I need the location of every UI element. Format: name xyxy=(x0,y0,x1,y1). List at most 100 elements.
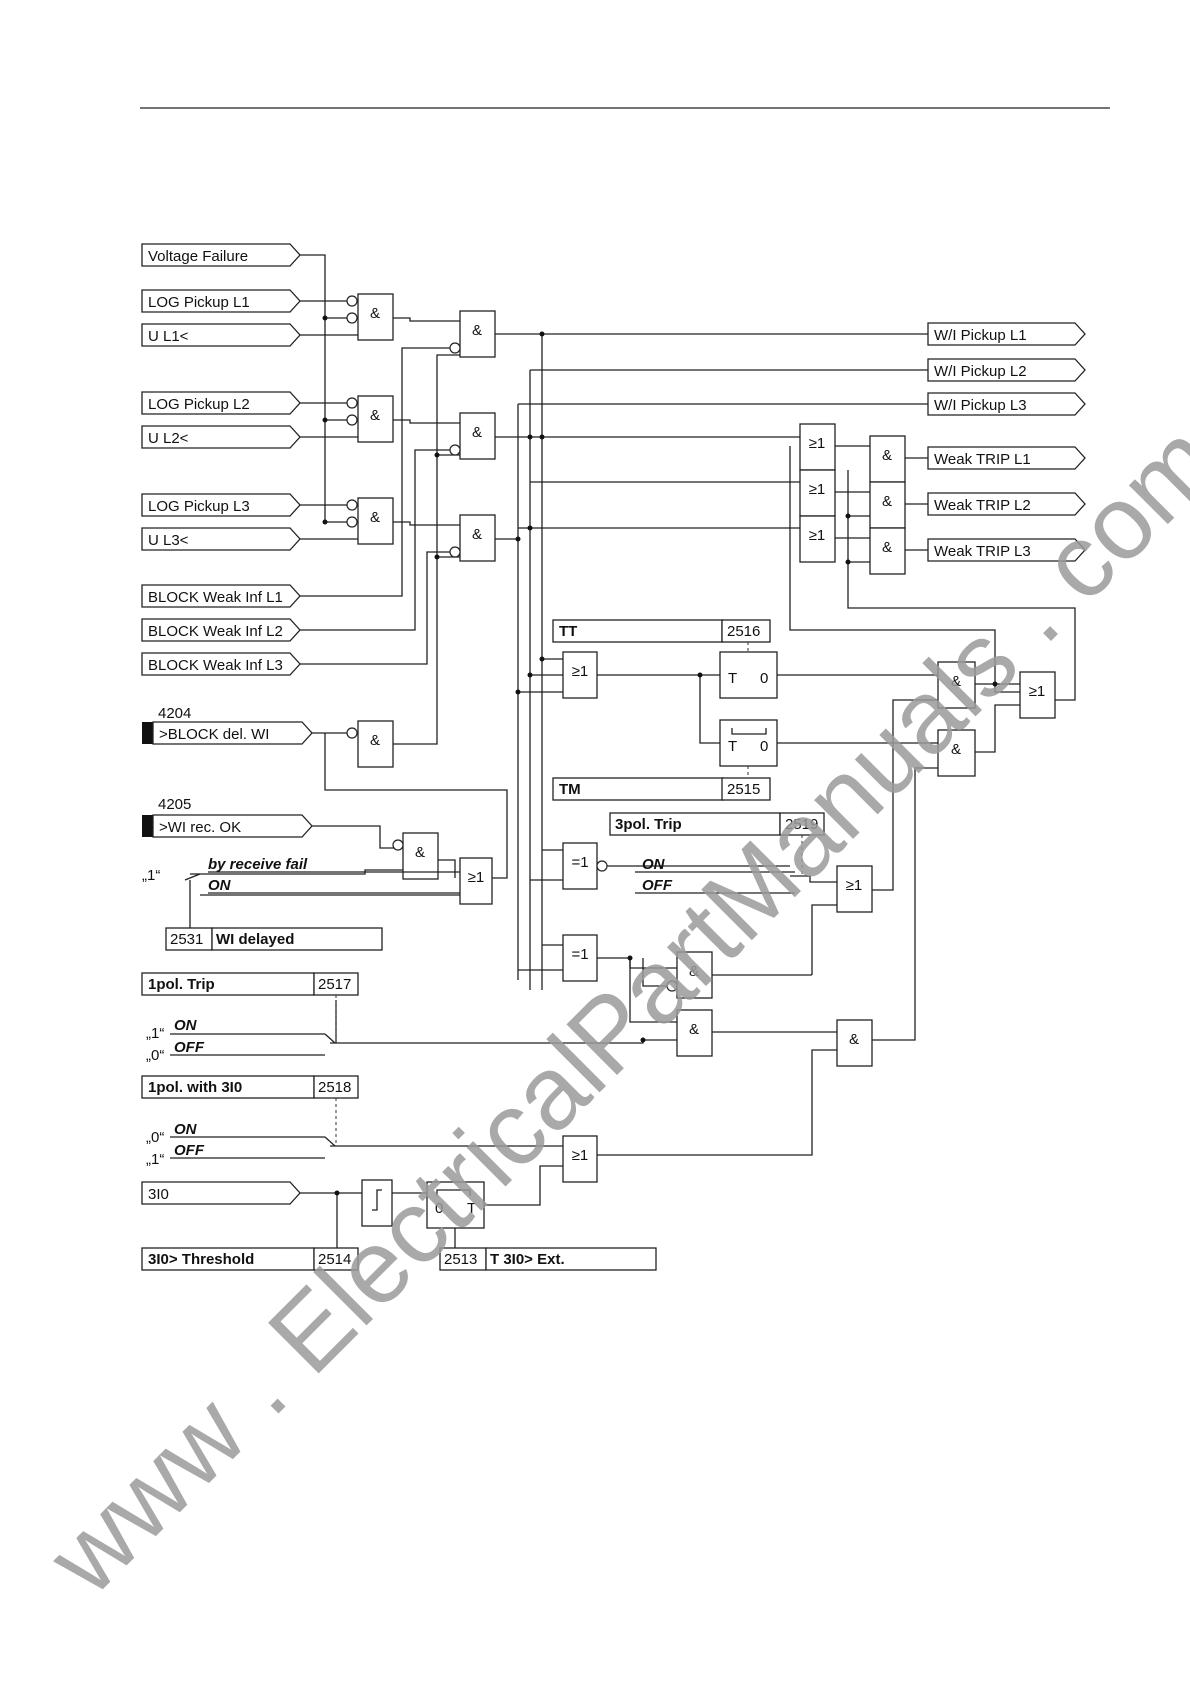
svg-text:„1“: „1“ xyxy=(146,1151,164,1168)
svg-text:&: & xyxy=(472,424,482,441)
svg-text:&: & xyxy=(472,322,482,339)
input-u-l1-label: U L1< xyxy=(148,328,189,345)
svg-text:„1“: „1“ xyxy=(146,1025,164,1042)
svg-text:2519: 2519 xyxy=(785,816,818,833)
or-gate xyxy=(799,515,836,563)
input-voltage-failure-label: Voltage Failure xyxy=(148,248,248,265)
svg-text:3I0> Threshold: 3I0> Threshold xyxy=(148,1251,254,1268)
svg-text:&: & xyxy=(951,673,961,690)
xor-gate xyxy=(562,934,598,982)
svg-text:1pol. with 3I0: 1pol. with 3I0 xyxy=(148,1079,242,1096)
svg-text:&: & xyxy=(849,1031,859,1048)
svg-text:T 3I0> Ext.: T 3I0> Ext. xyxy=(490,1251,565,1268)
timer-tt xyxy=(719,651,778,699)
svg-text:ON: ON xyxy=(174,1017,198,1034)
svg-text:„1“: „1“ xyxy=(142,867,160,884)
or-gate xyxy=(562,651,598,699)
svg-text:WI delayed: WI delayed xyxy=(216,931,294,948)
svg-text:T: T xyxy=(728,670,737,687)
and-gate xyxy=(937,661,976,709)
param-tt xyxy=(552,619,724,643)
input-u-l3-label: U L3< xyxy=(148,532,189,549)
svg-text:2515: 2515 xyxy=(727,781,760,798)
output-wi-pickup-l3-label: W/I Pickup L3 xyxy=(934,397,1027,414)
binary-input-marker xyxy=(142,815,153,837)
svg-text:OFF: OFF xyxy=(174,1142,205,1159)
svg-text:≥1: ≥1 xyxy=(1029,683,1046,700)
input-block-l1-label: BLOCK Weak Inf L1 xyxy=(148,589,283,606)
output-weak-trip-l1-label: Weak TRIP L1 xyxy=(934,451,1031,468)
or-gate xyxy=(459,857,493,905)
output-weak-trip-l3 xyxy=(927,538,1086,562)
input-log-pickup-l2-label: LOG Pickup L2 xyxy=(148,396,250,413)
svg-text:TM: TM xyxy=(559,781,581,798)
or-gate xyxy=(1019,671,1056,719)
input-block-l2 xyxy=(141,618,301,642)
svg-text:&: & xyxy=(370,732,380,749)
svg-text:by receive fail: by receive fail xyxy=(208,856,308,873)
output-wi-pickup-l1 xyxy=(927,322,1086,346)
logic-gates: & & & & & & & ≥1 ≥1 ≥1 & & & xyxy=(346,293,1056,1229)
and-gate xyxy=(459,412,496,460)
svg-text:0: 0 xyxy=(760,738,768,755)
output-weak-trip-l3-label: Weak TRIP L3 xyxy=(934,543,1031,560)
output-weak-trip-l2 xyxy=(927,492,1086,516)
svg-text:≥1: ≥1 xyxy=(809,527,826,544)
and-gate xyxy=(869,527,906,575)
input-u-l3 xyxy=(141,527,301,551)
or-gate xyxy=(562,1135,598,1183)
input-3i0 xyxy=(141,1181,301,1205)
svg-text:&: & xyxy=(689,963,699,980)
svg-text:3pol. Trip: 3pol. Trip xyxy=(615,816,682,833)
and-gate xyxy=(402,832,439,880)
or-gate xyxy=(836,865,873,913)
svg-text:≥1: ≥1 xyxy=(572,1147,589,1164)
and-gate xyxy=(836,1019,873,1067)
and-gate xyxy=(357,293,394,341)
input-voltage-failure xyxy=(141,243,301,267)
input-block-l3-label: BLOCK Weak Inf L3 xyxy=(148,657,283,674)
svg-text:T: T xyxy=(467,1200,476,1217)
svg-text:=1: =1 xyxy=(571,946,588,963)
input-3i0-label: 3I0 xyxy=(148,1186,169,1203)
svg-text:TT: TT xyxy=(559,623,577,640)
output-weak-trip-l1 xyxy=(927,446,1086,470)
svg-text:T: T xyxy=(728,738,737,755)
svg-text:2518: 2518 xyxy=(318,1079,351,1096)
junction-dots xyxy=(322,315,998,1196)
svg-text:&: & xyxy=(882,539,892,556)
svg-text:≥1: ≥1 xyxy=(468,869,485,886)
svg-text:ON: ON xyxy=(208,877,232,894)
input-block-del-wi xyxy=(152,721,313,745)
svg-text:&: & xyxy=(689,1021,699,1038)
and-gate xyxy=(459,514,496,562)
output-wi-pickup-l1-label: W/I Pickup L1 xyxy=(934,327,1027,344)
svg-text:≥1: ≥1 xyxy=(809,481,826,498)
input-block-l2-label: BLOCK Weak Inf L2 xyxy=(148,623,283,640)
and-gate xyxy=(357,395,394,443)
output-signals: W/I Pickup L1 W/I Pickup L2 W/I Pickup L… xyxy=(927,322,1086,562)
input-log-pickup-l1-label: LOG Pickup L1 xyxy=(148,294,250,311)
input-log-pickup-l3-label: LOG Pickup L3 xyxy=(148,498,250,515)
and-gate xyxy=(937,729,976,777)
wires xyxy=(189,254,1076,1253)
svg-text:„0“: „0“ xyxy=(146,1047,164,1064)
switch-settings: „1“ by receive fail ON ON OFF „1“ ON „0“… xyxy=(142,856,795,1168)
input-block-l3 xyxy=(141,652,301,676)
input-log-pickup-l1 xyxy=(141,289,301,313)
svg-text:OFF: OFF xyxy=(642,877,673,894)
input-block-del-wi-label: >BLOCK del. WI xyxy=(159,726,269,743)
svg-text:&: & xyxy=(472,526,482,543)
svg-text:≥1: ≥1 xyxy=(572,663,589,680)
input-wi-rec-ok xyxy=(152,814,313,838)
svg-text:ON: ON xyxy=(642,856,666,873)
input-u-l2 xyxy=(141,425,301,449)
and-gate xyxy=(459,310,496,358)
binary-input-marker xyxy=(142,722,153,744)
output-wi-pickup-l2 xyxy=(927,358,1086,382)
xor-gate xyxy=(562,842,598,890)
svg-text:2514: 2514 xyxy=(318,1251,351,1268)
output-weak-trip-l2-label: Weak TRIP L2 xyxy=(934,497,1031,514)
svg-text:&: & xyxy=(415,844,425,861)
svg-text:1pol. Trip: 1pol. Trip xyxy=(148,976,215,993)
